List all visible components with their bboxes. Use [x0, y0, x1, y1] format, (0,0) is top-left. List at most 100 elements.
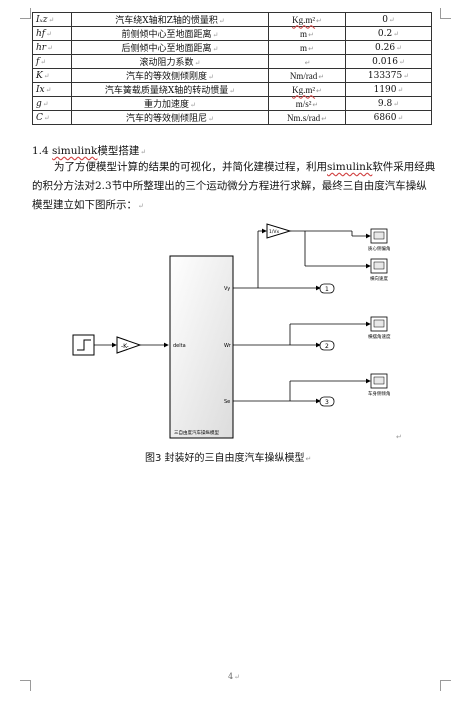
scope-lateral-velocity-label: 横向速度 [370, 275, 388, 282]
body-paragraph: 为了方便模型计算的结果的可视化，并简化建模过程，利用simulink软件采用经典… [32, 158, 437, 216]
table-cell-symbol-text: hf [36, 28, 46, 39]
table-cell-value-text: 0 [382, 14, 388, 25]
scope-sideslip[interactable]: 质心侧偏角 [368, 228, 391, 252]
cell-mark-icon: ↵ [388, 15, 395, 24]
cell-mark-icon: ↵ [194, 59, 201, 67]
table-cell-unit-text: Kg.m² [292, 14, 316, 25]
section-heading: 1.4 simulink模型搭建↵ [32, 143, 146, 158]
scope-roll-angle-label: 车身侧倾角 [368, 390, 391, 397]
cell-mark-icon: ↵ [229, 87, 236, 95]
page-number-value: 4 [228, 672, 234, 681]
scope-yaw-rate-label: 横摆角速度 [368, 333, 391, 340]
gain-label: -K- [121, 343, 129, 350]
scope-lateral-velocity[interactable]: 横向速度 [370, 258, 388, 282]
table-cell-unit-text: m [300, 42, 308, 53]
table-cell-name-text: 汽车簧载质量绕X轴的转动惯量 [104, 86, 229, 96]
cell-mark-icon: ↵ [397, 85, 404, 94]
table-cell-value-text: 1190 [373, 84, 397, 95]
cell-mark-icon: ↵ [212, 31, 219, 39]
cell-mark-icon: ↵ [321, 114, 328, 123]
table-cell-unit-text: m/s² [295, 98, 312, 109]
out-block-3[interactable]: 3 [319, 396, 335, 407]
corner-mark-top-left [20, 8, 31, 19]
out-block-2[interactable]: 2 [319, 340, 335, 351]
cell-mark-icon: ↵ [43, 113, 50, 122]
table-cell-name-text: 前侧倾中心至地面距离 [121, 30, 212, 40]
table-cell-name-text: 后侧倾中心至地面距离 [121, 44, 212, 54]
scope-yaw-rate[interactable]: 横摆角速度 [368, 316, 391, 340]
figure-caption-text: 图3 封装好的三自由度汽车操纵模型 [145, 453, 305, 464]
table-row: f↵滚动阻力系数↵↵0.016↵ [32, 54, 432, 69]
table-row: K↵汽车的等效侧倾刚度↵Nm/rad↵133375↵ [32, 68, 432, 83]
subsystem-block[interactable]: delta Vy Wr Se 三自由度汽车操纵模型 [169, 255, 234, 439]
page-number: 4↵ [228, 672, 240, 681]
cell-mark-icon: ↵ [308, 30, 314, 39]
cell-mark-icon: ↵ [42, 99, 49, 108]
out-block-2-label: 2 [325, 343, 329, 350]
paragraph-mark-icon: ↵ [305, 455, 312, 463]
table-cell-value-text: 0.2 [377, 28, 393, 39]
table-cell-unit-text: Nm/rad [289, 70, 318, 81]
table-cell-value-text: 6860 [373, 112, 397, 123]
step-input-block[interactable] [72, 334, 95, 356]
table-cell-value: 6860↵ [345, 110, 432, 125]
cell-mark-icon: ↵ [396, 43, 402, 52]
cell-mark-icon: ↵ [48, 15, 55, 24]
cell-mark-icon: ↵ [308, 44, 314, 53]
figure-caption: 图3 封装好的三自由度汽车操纵模型↵ [145, 449, 311, 464]
table-cell-unit-text: m [300, 28, 308, 39]
top-gain-block[interactable]: 1/Vx [266, 223, 292, 239]
paragraph-text-2: 软件采用经典的积分方法对2.3节中所整理出的三个运动微分方程进行求解，最终三自由… [32, 161, 436, 211]
cell-mark-icon: ↵ [304, 58, 311, 67]
cell-mark-icon: ↵ [40, 57, 47, 66]
cell-mark-icon: ↵ [45, 85, 52, 94]
table-cell-symbol-text: Iₓz [36, 14, 48, 25]
table-cell-symbol-text: K [36, 70, 43, 81]
cell-mark-icon: ↵ [398, 57, 405, 66]
table-cell-name-text: 汽车的等效侧倾阻尼 [126, 114, 208, 124]
cell-mark-icon: ↵ [46, 29, 53, 38]
table-cell-value-text: 9.8 [377, 98, 393, 109]
table-cell-name-text: 汽车的等效侧倾刚度 [126, 72, 208, 82]
cell-mark-icon: ↵ [208, 115, 214, 123]
table-row: hr↵后侧倾中心至地面距离↵m↵0.26↵ [32, 40, 432, 55]
cell-mark-icon: ↵ [208, 73, 214, 81]
table-cell-symbol-text: Ix [36, 84, 45, 95]
table-cell-unit: Nm.s/rad↵ [268, 110, 346, 125]
top-gain-label: 1/Vx [269, 229, 279, 235]
table-cell-name-text: 重力加速度 [144, 100, 190, 110]
out-block-1-label: 1 [325, 286, 329, 293]
gain-block[interactable]: -K- [116, 336, 142, 354]
subsystem-output-port-se: Se [224, 399, 230, 405]
table-cell-name: 汽车的等效侧倾阻尼↵ [71, 110, 269, 125]
scope-roll-angle[interactable]: 车身侧倾角 [368, 373, 391, 397]
table-cell-unit: Kg.m²↵ [268, 12, 346, 27]
section-keyword: simulink [52, 145, 98, 157]
table-cell-symbol-text: C [36, 112, 43, 123]
out-block-3-label: 3 [325, 399, 329, 406]
cell-mark-icon: ↵ [397, 113, 404, 122]
paragraph-text-1: 为了方便模型计算的结果的可视化，并简化建模过程，利用 [54, 161, 327, 173]
corner-mark-top-right [440, 8, 451, 19]
subsystem-output-port-wr: Wr [224, 343, 232, 349]
paragraph-mark-icon: ↵ [234, 673, 240, 681]
section-title: 模型搭建 [97, 145, 140, 157]
scope-sideslip-label: 质心侧偏角 [368, 245, 391, 252]
table-cell-unit-text: Kg.m² [292, 84, 316, 95]
cell-mark-icon: ↵ [218, 17, 225, 25]
table-row: C↵汽车的等效侧倾阻尼↵Nm.s/rad↵6860↵ [32, 110, 432, 125]
cell-mark-icon: ↵ [403, 71, 410, 80]
corner-mark-bottom-right [440, 680, 451, 691]
out-block-1[interactable]: 1 [319, 283, 335, 294]
table-cell-symbol-text: f [36, 56, 40, 67]
cell-mark-icon: ↵ [43, 71, 50, 80]
table-cell-name-text: 滚动阻力系数 [139, 58, 194, 68]
table-cell-value-text: 0.26 [375, 42, 396, 53]
subsystem-label: 三自由度汽车操纵模型 [174, 429, 219, 436]
cell-mark-icon: ↵ [393, 29, 400, 38]
paragraph-mark-icon: ↵ [138, 202, 144, 210]
table-cell-symbol-text: hr [36, 42, 47, 53]
table-cell-name-text: 汽车绕X轴和Z轴的惯量积 [115, 16, 218, 26]
section-number: 1.4 [32, 145, 49, 157]
